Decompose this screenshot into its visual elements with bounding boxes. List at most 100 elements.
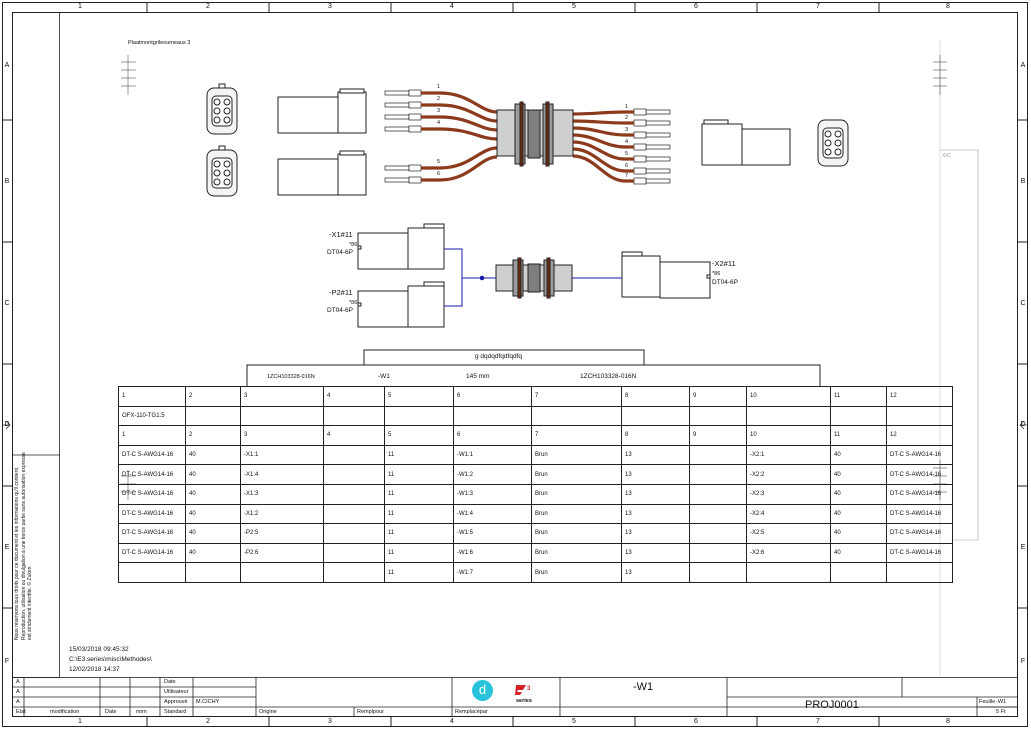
feuille-value: -W1 xyxy=(996,699,1007,705)
remplace-pour-label: Remplpour xyxy=(357,709,384,715)
table-cell: 40 xyxy=(830,483,887,505)
x2-pin-small: *86 xyxy=(712,271,721,277)
terminal xyxy=(384,176,422,184)
table-cell: -W1:4 xyxy=(453,503,532,525)
table-cell: 9 xyxy=(689,386,747,407)
table-cell: 12 xyxy=(886,425,953,446)
table-cell xyxy=(323,464,385,485)
table-cell: 7 xyxy=(531,386,622,407)
table-part-row: OFX-110-TG1.5 xyxy=(118,405,953,427)
frame-row-A-left: A xyxy=(4,62,10,69)
wire xyxy=(572,119,634,125)
table-cell: -X2:5 xyxy=(746,523,831,544)
table-cell: Brun xyxy=(531,464,622,485)
approver-name: M.CICHY xyxy=(196,699,220,705)
table-cell xyxy=(886,562,953,583)
p2-tag: -P2#11 xyxy=(329,288,353,297)
table-cell: -X2:4 xyxy=(746,503,831,525)
inline-connector-top xyxy=(496,101,574,167)
pin-number-right: 6 xyxy=(625,163,629,169)
table-cell: 3 xyxy=(240,386,324,407)
table-cell xyxy=(689,503,747,525)
cable-id: -W1 xyxy=(378,373,390,380)
pin-number-left: 3 xyxy=(437,108,441,114)
pin-number-right: 2 xyxy=(625,115,629,121)
table-cell: 5 xyxy=(384,386,454,407)
terminal xyxy=(633,108,671,116)
table-cell xyxy=(689,562,747,583)
schematic-x1 xyxy=(357,223,445,270)
cable-length: 145 mm xyxy=(466,373,490,380)
table-cell: 4 xyxy=(323,386,385,407)
table-cell xyxy=(830,562,887,583)
wire xyxy=(421,103,498,123)
wire xyxy=(421,127,498,141)
table-cell: -P2:6 xyxy=(240,542,324,564)
top-label: Plaatmontgrileoumeaus 3 xyxy=(128,40,191,46)
table-cell: 11 xyxy=(830,425,887,446)
table-cell xyxy=(689,542,747,564)
connector-side-p2 xyxy=(277,150,367,196)
connector-side-x1 xyxy=(277,88,367,134)
table-cell: 11 xyxy=(384,523,454,544)
table-cell: Brun xyxy=(531,483,622,505)
table-cell: 11 xyxy=(384,444,454,466)
terminal xyxy=(633,155,671,163)
table-cell xyxy=(384,405,454,427)
table-cell: 9 xyxy=(689,425,747,446)
pin-number-right: 5 xyxy=(625,151,629,157)
table-cell: Brun xyxy=(531,542,622,564)
remplace-par-label: Remplacépar xyxy=(455,709,488,715)
pin-number-left: 5 xyxy=(437,159,441,165)
table-cell: 40 xyxy=(830,542,887,564)
table-cell: 40 xyxy=(830,503,887,525)
right-connector-label: X/C xyxy=(942,153,952,159)
table-cell: DT-C S-AWG14-16 xyxy=(118,503,186,525)
pin-number-right: 1 xyxy=(625,104,629,110)
terminal xyxy=(633,131,671,139)
cable-title: g dqdqdfqdfqdfq xyxy=(475,353,522,360)
table-cell: 3 xyxy=(240,425,324,446)
table-cell: -W1:2 xyxy=(453,464,532,485)
connector-face-x1 xyxy=(206,83,238,135)
copyright-note: Nous réservons tous droits pour ce docum… xyxy=(14,452,33,640)
frame-row-C-right: C xyxy=(1020,300,1026,307)
table-cell xyxy=(185,405,241,427)
table-cell: 2 xyxy=(185,425,241,446)
table-cell: -X2:1 xyxy=(746,444,831,466)
wire xyxy=(572,110,634,116)
terminal xyxy=(384,164,422,172)
table-cell xyxy=(689,405,747,427)
table-cell: DT-C S-AWG14-16 xyxy=(118,464,186,485)
table-cell: Brun xyxy=(531,562,622,583)
frame-column-5-top: 5 xyxy=(572,3,576,10)
table-cell: DT-C S-AWG14-16 xyxy=(886,503,953,525)
table-cell: 11 xyxy=(384,503,454,525)
table-cell: -W1:3 xyxy=(453,483,532,505)
col-etat: Etat xyxy=(16,709,26,715)
table-cell: -W1:5 xyxy=(453,523,532,544)
table-cell xyxy=(240,405,324,427)
table-cell: 11 xyxy=(384,483,454,505)
table-cell: -X2:6 xyxy=(746,542,831,564)
frame-column-4-top: 4 xyxy=(450,3,454,10)
wire xyxy=(572,147,634,173)
table-cell xyxy=(185,562,241,583)
row-date-label: Date xyxy=(164,679,176,685)
x2-type: DT04-6P xyxy=(712,279,739,286)
table-cell: 10 xyxy=(746,386,831,407)
frame-column-7-top: 7 xyxy=(816,3,820,10)
frame-row-D-left: D xyxy=(4,421,10,428)
table-cell xyxy=(323,503,385,525)
table-cell: 12 xyxy=(886,386,953,407)
col-modification: modification xyxy=(50,709,80,715)
cable-right-ref: 1ZCH103328-016N xyxy=(580,373,637,380)
x1-type: DT04-6P xyxy=(327,249,354,256)
frame-row-F-left: F xyxy=(4,658,10,665)
table-cell: DT-C S-AWG14-16 xyxy=(886,464,953,485)
